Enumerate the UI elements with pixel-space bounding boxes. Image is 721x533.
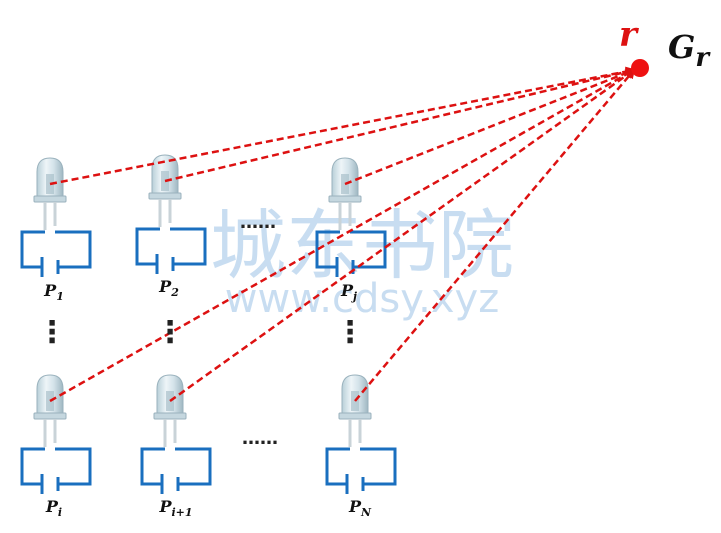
battery-circuit [20, 447, 92, 494]
ellipsis-col-2: ⋮ [155, 315, 185, 350]
source-label: P2 [158, 277, 179, 299]
radiation-ray [354, 68, 636, 402]
radiation-ray [49, 66, 636, 186]
ellipsis-col-1: ⋮ [37, 315, 67, 350]
source-label: P1 [43, 281, 64, 303]
battery-circuit [325, 447, 397, 494]
radiation-ray [344, 68, 636, 186]
source-label-sub: 1 [56, 290, 64, 303]
led-bulb [153, 374, 187, 447]
led-bulb [338, 374, 372, 447]
led-bulb [33, 374, 67, 447]
source-label: Pi [45, 497, 62, 519]
group-label-sub: r [695, 43, 711, 73]
source-label-sub: j [351, 290, 357, 303]
radiation-ray [164, 66, 636, 183]
source-label-base: P [158, 277, 172, 296]
battery-circuit [20, 230, 92, 277]
target-point [631, 59, 649, 77]
led-source-4: Pi [20, 374, 92, 519]
source-label-base: P [43, 281, 57, 300]
led-bulb [148, 154, 182, 227]
ellipsis-row-bottom: …… [242, 428, 278, 449]
watermark-url: www.cdsy.xyz [225, 276, 499, 322]
led-source-6: PN [325, 374, 397, 519]
source-label-sub: N [360, 506, 372, 519]
led-source-1: P1 [20, 157, 92, 303]
radiation-rays [49, 66, 636, 403]
source-label-base: P [45, 497, 59, 516]
battery-circuit [135, 227, 207, 274]
led-source-5: Pi+1 [140, 374, 212, 519]
source-label: Pj [340, 281, 357, 303]
group-label: Gr [668, 28, 711, 73]
source-label-base: P [348, 497, 362, 516]
radiation-ray [49, 68, 636, 403]
watermark-title: 城东书院 [210, 201, 514, 290]
ellipsis-row-top: …… [240, 212, 276, 233]
source-label-base: P [340, 281, 354, 300]
source-label-sub: i [58, 506, 62, 519]
group-label-main: G [668, 28, 695, 66]
radiation-ray [169, 68, 636, 403]
source-label-sub: i+1 [171, 506, 192, 519]
led-bulb [33, 157, 67, 230]
source-label: Pi+1 [158, 497, 192, 519]
target-label: r [619, 15, 639, 55]
source-label: PN [348, 497, 372, 519]
watermark: 城东书院 www.cdsy.xyz [210, 201, 514, 322]
source-label-sub: 2 [170, 286, 179, 299]
led-source-2: P2 [135, 154, 207, 299]
battery-circuit [140, 447, 212, 494]
ellipsis-col-3: ⋮ [335, 315, 365, 350]
source-label-base: P [158, 497, 172, 516]
